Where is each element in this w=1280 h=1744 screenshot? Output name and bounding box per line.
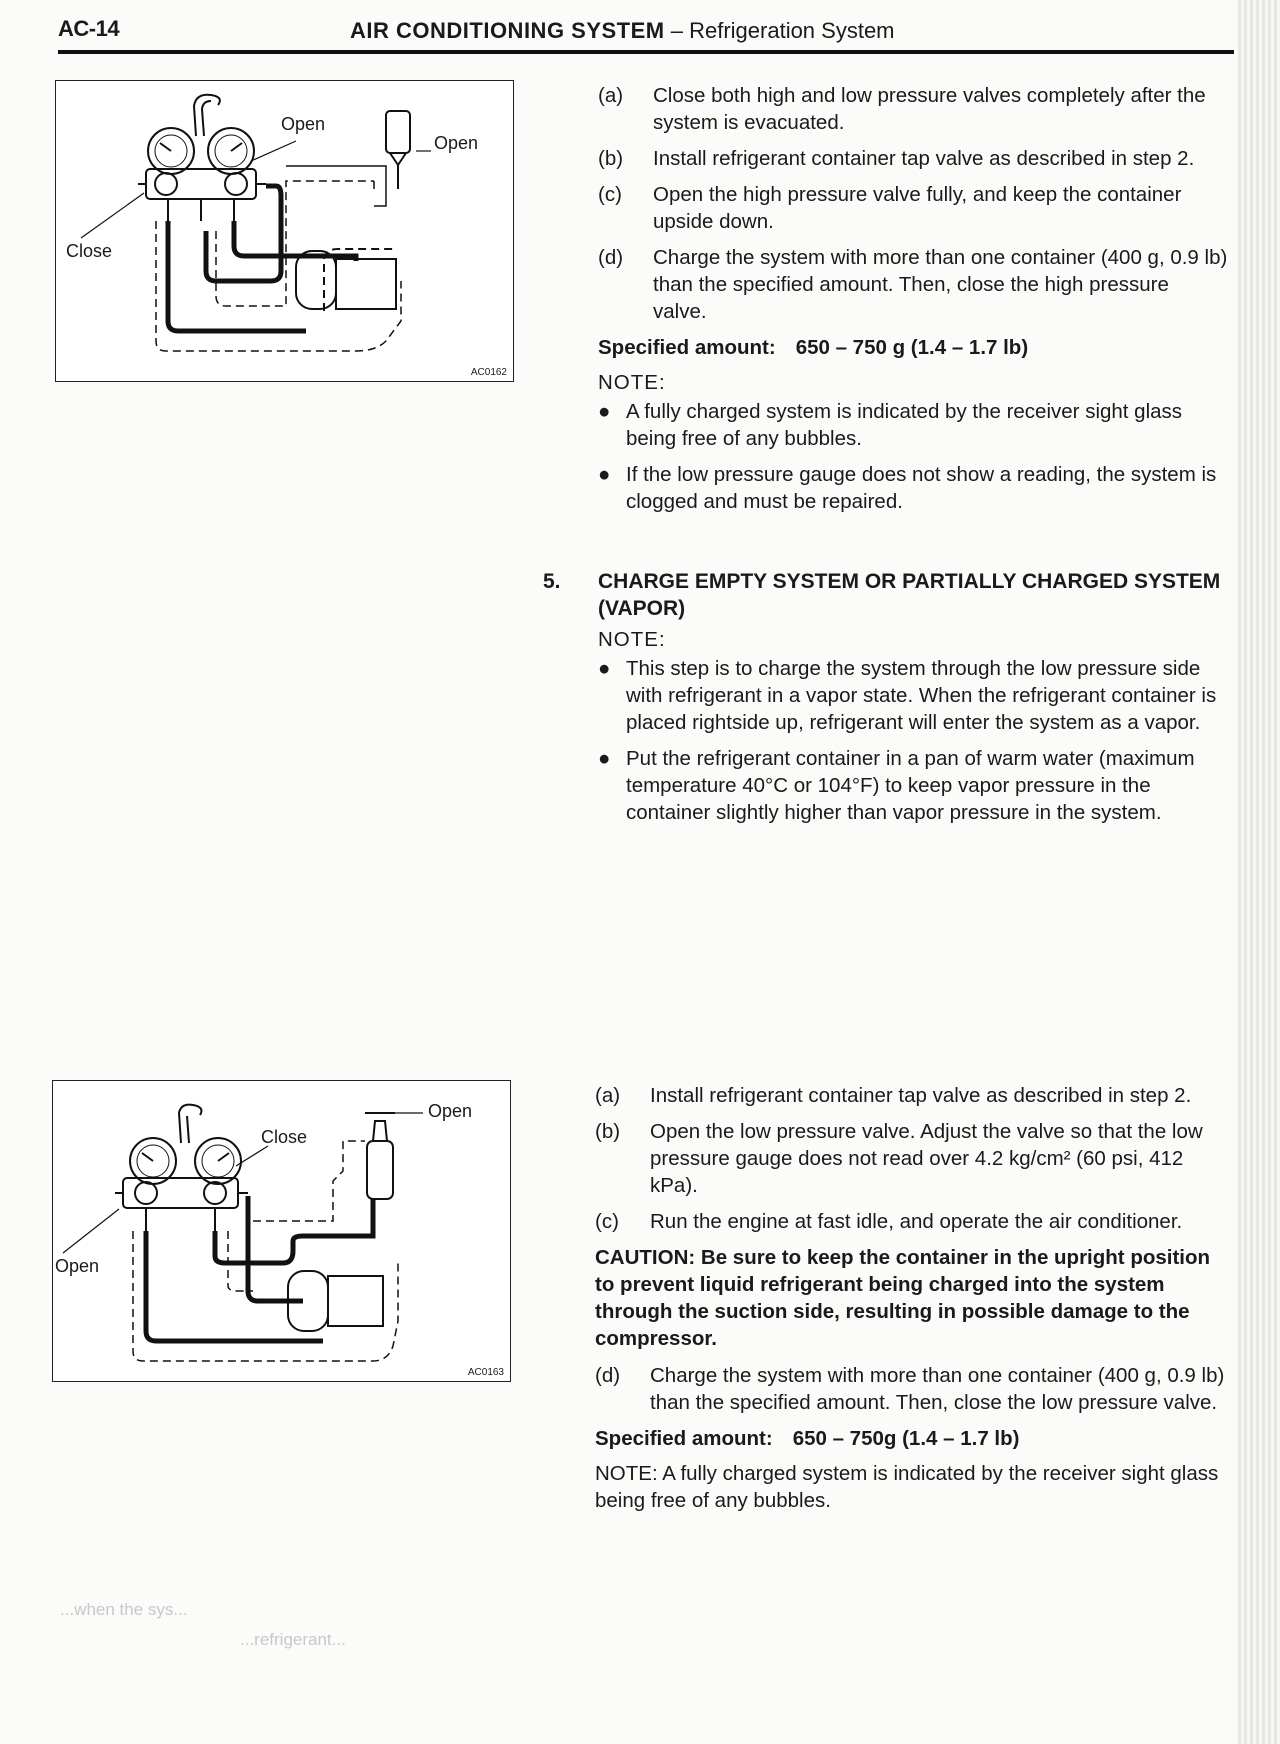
label-open-left: Open — [55, 1256, 100, 1276]
page-title-sub: Refrigeration System — [689, 18, 895, 43]
bullet-icon: ● — [598, 463, 611, 486]
compressor-body — [327, 1275, 384, 1327]
bullet-icon: ● — [598, 400, 611, 423]
spec-value: 650 – 750g (1.4 – 1.7 lb) — [792, 1427, 1020, 1450]
step-item: (c) Run the engine at fast idle, and ope… — [595, 1208, 1228, 1235]
step-text: Charge the system with more than one con… — [650, 1364, 1225, 1414]
note-text: Put the refrigerant container in a pan o… — [626, 747, 1195, 824]
figure-ac0162: Open Open Close AC0162 — [55, 80, 514, 382]
label-open-top: Open — [428, 1101, 473, 1121]
step-text: Run the engine at fast idle, and operate… — [650, 1210, 1183, 1233]
note-item: ● This step is to charge the system thro… — [598, 655, 1228, 736]
compressor-pulley — [295, 250, 337, 310]
page-title-dash: – — [664, 18, 690, 43]
step-label: (d) — [595, 1364, 621, 1387]
high-gauge — [194, 1137, 242, 1185]
step-item: (a) Close both high and low pressure val… — [598, 82, 1228, 136]
spec-label: Specified amount: — [595, 1427, 773, 1450]
page-title: AIR CONDITIONING SYSTEM – Refrigeration … — [350, 18, 895, 44]
section-heading: 5. CHARGE EMPTY SYSTEM OR PARTIALLY CHAR… — [543, 568, 1228, 622]
step-label: (c) — [598, 183, 622, 206]
step-label: (b) — [598, 147, 624, 170]
note-heading: NOTE: — [598, 371, 666, 394]
manifold-diagram-vapor — [62, 1103, 423, 1362]
note-text: A fully charged system is indicated by t… — [626, 400, 1183, 450]
note-heading: NOTE: — [598, 628, 666, 651]
section-title: CHARGE EMPTY SYSTEM OR PARTIALLY CHARGED… — [598, 570, 1221, 620]
label-close: Close — [66, 241, 113, 261]
spec-label: Specified amount: — [598, 336, 776, 359]
step-text: Open the high pressure valve fully, and … — [653, 183, 1182, 233]
step-item: (b) Install refrigerant container tap va… — [598, 145, 1228, 172]
note-text: This step is to charge the system throug… — [626, 657, 1217, 734]
step-text: Charge the system with more than one con… — [653, 246, 1228, 323]
page-edge — [1238, 0, 1280, 1744]
note-text: If the low pressure gauge does not show … — [626, 463, 1217, 513]
step-text: Close both high and low pressure valves … — [653, 84, 1206, 134]
refrigerant-can — [366, 1140, 394, 1200]
step-item: (c) Open the high pressure valve fully, … — [598, 181, 1228, 235]
refrigerant-can — [385, 110, 411, 154]
figure-ac0163: Open Close Open AC0163 — [52, 1080, 511, 1382]
bullet-icon: ● — [598, 747, 611, 770]
step-label: (a) — [595, 1084, 621, 1107]
note-item: ● A fully charged system is indicated by… — [598, 398, 1228, 452]
section-5: 5. CHARGE EMPTY SYSTEM OR PARTIALLY CHAR… — [543, 568, 1228, 835]
step-label: (b) — [595, 1120, 621, 1143]
step-item: (d) Charge the system with more than one… — [595, 1362, 1228, 1416]
step-label: (a) — [598, 84, 624, 107]
manifold-diagram-liquid — [80, 93, 431, 352]
step-text: Open the low pressure valve. Adjust the … — [650, 1120, 1203, 1197]
note-item: ● If the low pressure gauge does not sho… — [598, 461, 1228, 515]
step-label: (c) — [595, 1210, 619, 1233]
label-close: Close — [261, 1127, 308, 1147]
bleed-through-text: ...refrigerant... — [240, 1630, 346, 1649]
page-title-main: AIR CONDITIONING SYSTEM — [350, 18, 665, 43]
block2: (a) Install refrigerant container tap va… — [595, 1082, 1228, 1514]
step-item: (d) Charge the system with more than one… — [598, 244, 1228, 325]
step-item: (b) Open the low pressure valve. Adjust … — [595, 1118, 1228, 1199]
figure-code: AC0162 — [470, 367, 507, 378]
header-rule — [58, 50, 1234, 54]
figure-code: AC0163 — [467, 1367, 504, 1378]
caution-text: CAUTION: Be sure to keep the container i… — [595, 1246, 1211, 1350]
section-5-notes: NOTE: ● This step is to charge the syste… — [598, 626, 1228, 826]
compressor-body — [335, 258, 397, 310]
bullet-icon: ● — [598, 657, 611, 680]
step-text: Install refrigerant container tap valve … — [653, 147, 1195, 170]
label-open-2: Open — [434, 133, 479, 153]
step-item: (a) Install refrigerant container tap va… — [595, 1082, 1228, 1109]
specified-amount: Specified amount: 650 – 750g (1.4 – 1.7 l… — [595, 1425, 1228, 1452]
label-open-1: Open — [281, 114, 326, 134]
section-number: 5. — [543, 570, 561, 593]
spec-value: 650 – 750 g (1.4 – 1.7 lb) — [795, 336, 1029, 359]
step-text: Install refrigerant container tap valve … — [650, 1084, 1192, 1107]
block1: (a) Close both high and low pressure val… — [598, 82, 1228, 524]
step-label: (d) — [598, 246, 624, 269]
bleed-through-text: ...when the sys... — [60, 1600, 188, 1619]
specified-amount: Specified amount: 650 – 750 g (1.4 – 1.7 … — [598, 334, 1228, 361]
note-item: ● Put the refrigerant container in a pan… — [598, 745, 1228, 826]
note-text: NOTE: A fully charged system is indicate… — [595, 1462, 1219, 1512]
page-number: AC-14 — [58, 16, 120, 41]
